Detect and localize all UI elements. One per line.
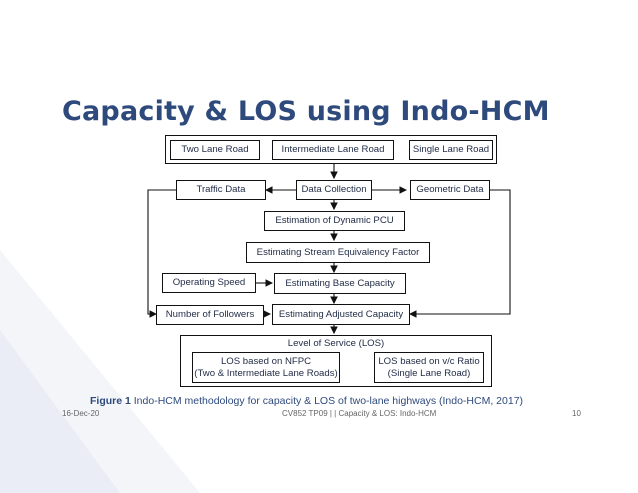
caption-label: Figure 1: [90, 395, 131, 407]
los-vc-line1: LOS based on v/c Ratio: [378, 355, 480, 367]
los-nfpc-box: LOS based on NFPC (Two & Intermediate La…: [192, 352, 340, 383]
data-collection-box: Data Collection: [296, 180, 372, 200]
base-capacity-box: Estimating Base Capacity: [274, 273, 406, 294]
dynamic-pcu-box: Estimation of Dynamic PCU: [264, 211, 405, 231]
geometric-data-box: Geometric Data: [410, 180, 490, 200]
number-of-followers-box: Number of Followers: [156, 305, 264, 325]
stream-equivalency-box: Estimating Stream Equivalency Factor: [246, 242, 430, 263]
two-lane-road-box: Two Lane Road: [170, 140, 260, 160]
traffic-data-box: Traffic Data: [176, 180, 266, 200]
footer-date: 16-Dec-20: [62, 409, 100, 418]
los-vc-line2: (Single Lane Road): [387, 367, 471, 379]
adjusted-capacity-box: Estimating Adjusted Capacity: [272, 304, 410, 325]
los-group: [180, 335, 492, 387]
los-nfpc-line1: LOS based on NFPC: [220, 355, 312, 367]
figure-caption: Figure 1 Indo-HCM methodology for capaci…: [90, 395, 523, 407]
los-vc-box: LOS based on v/c Ratio (Single Lane Road…: [374, 352, 484, 383]
caption-text: Indo-HCM methodology for capacity & LOS …: [133, 395, 524, 407]
slide-title: Capacity & LOS using Indo-HCM: [62, 96, 550, 127]
road-type-group: [165, 135, 497, 164]
intermediate-lane-road-box: Intermediate Lane Road: [272, 140, 394, 160]
los-title: Level of Service (LOS): [287, 338, 385, 349]
los-nfpc-line2: (Two & Intermediate Lane Roads): [194, 367, 338, 379]
single-lane-road-box: Single Lane Road: [409, 140, 493, 160]
footer-page-number: 10: [572, 409, 581, 418]
operating-speed-box: Operating Speed: [162, 273, 256, 293]
footer-course: CV852 TP09 | | Capacity & LOS: Indo-HCM: [282, 409, 437, 418]
